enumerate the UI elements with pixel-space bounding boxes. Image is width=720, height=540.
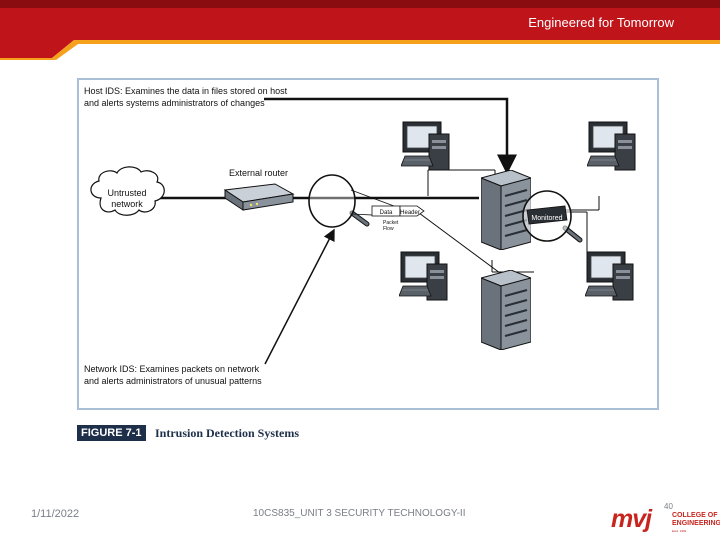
host-computer-icon-4 [585,251,634,301]
host-ids-arrow [264,97,517,175]
host-computer-icon-1 [401,121,450,171]
network-ids-text-line1: Network IDS: Examines packets on network [84,364,260,374]
packet-box: Data Header Packet Flow [371,205,425,232]
packet-flow-label-line1: Packet [383,220,399,226]
network-ids-text-line2: and alerts administrators of unusual pat… [84,376,262,386]
network-ids-arrow [264,228,335,365]
college-logo-line2: ENGINEERING [672,520,720,527]
figure-label: FIGURE 7-1 [77,425,146,441]
network-sensor-server-icon [481,270,531,350]
untrusted-network-label-line2: network [111,199,143,209]
untrusted-network-label-line1: Untrusted [107,188,146,198]
host-computer-icon-2 [587,121,636,171]
host-computer-icon-3 [399,251,448,301]
packet-data-label: Data [380,210,393,216]
college-logo-tagline: Estd. 1982 [672,529,687,533]
slide-number: 40 [664,502,673,511]
packet-header-label: Header [400,210,420,216]
packet-flow-label-line2: Flow [383,226,394,232]
ids-diagram: Host IDS: Examines the data in files sto… [84,86,636,386]
router-icon [223,183,295,211]
untrusted-network-cloud: Untrusted network [90,166,165,216]
host-ids-text-line1: Host IDS: Examines the data in files sto… [84,86,288,96]
packet-magnifier-icon [308,174,370,228]
footer-title: 10CS835_UNIT 3 SECURITY TECHNOLOGY-II [253,508,466,519]
host-ids-text-line2: and alerts systems administrators of cha… [84,98,265,108]
banner-tagline: Engineered for Tomorrow [528,15,674,30]
college-logo-line1: COLLEGE OF [672,512,718,519]
footer-date: 1/11/2022 [31,508,80,520]
monitor-label: Monitored [531,215,562,222]
server-link-line [414,209,505,277]
figure-frame [77,78,659,410]
college-logo-mark: mvj [611,505,652,533]
host-monitor-magnifier-icon: Monitored [522,190,583,243]
figure-title: Intrusion Detection Systems [155,426,299,440]
external-router-label: External router [229,168,288,178]
header-banner [0,0,720,60]
